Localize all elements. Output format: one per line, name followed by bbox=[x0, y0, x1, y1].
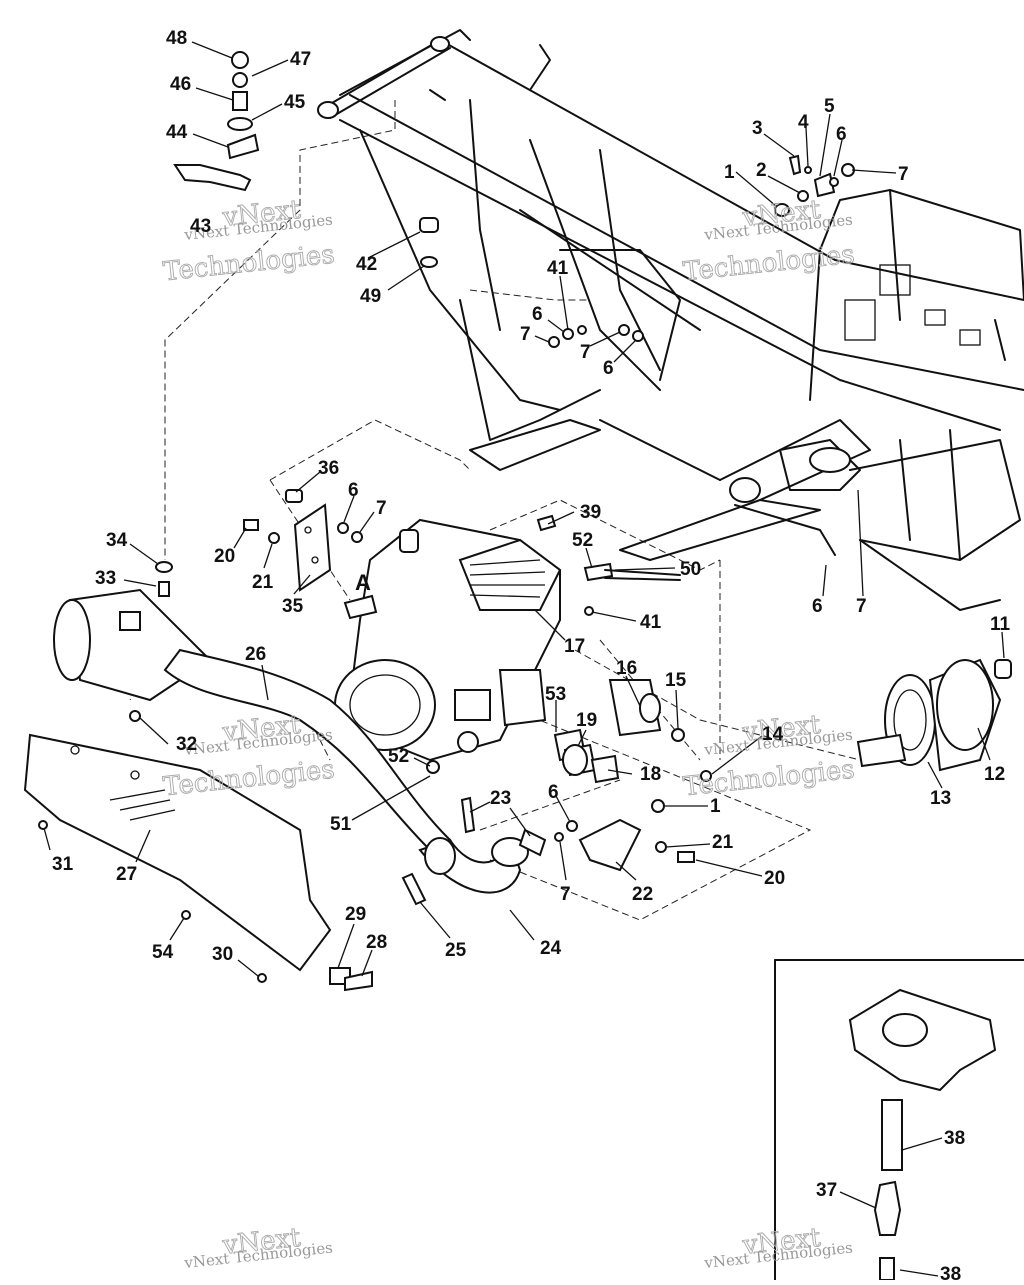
callout-7: 7 bbox=[560, 884, 571, 905]
callout-41: 41 bbox=[640, 612, 662, 633]
callout-1: 1 bbox=[724, 162, 735, 183]
callout-29: 29 bbox=[345, 904, 366, 925]
callout-20: 20 bbox=[214, 546, 235, 567]
callout-46: 46 bbox=[170, 74, 191, 95]
leader-lines bbox=[43, 41, 1005, 1277]
callout-6: 6 bbox=[836, 124, 847, 145]
callout-7: 7 bbox=[856, 596, 867, 617]
watermarks: vNext vNext Technologies Technologies vN… bbox=[161, 194, 856, 1272]
callout-6: 6 bbox=[532, 304, 543, 325]
callout-1: 1 bbox=[710, 796, 721, 817]
callout-6: 6 bbox=[548, 782, 559, 803]
callout-43: 43 bbox=[190, 216, 211, 237]
callout-7: 7 bbox=[898, 164, 909, 185]
callout-6: 6 bbox=[812, 596, 823, 617]
callout-13: 13 bbox=[930, 788, 951, 809]
callout-38: 38 bbox=[944, 1128, 965, 1149]
callout-34: 34 bbox=[106, 530, 128, 551]
frame bbox=[317, 29, 1024, 611]
svg-text:Technologies: Technologies bbox=[682, 240, 856, 288]
callout-22: 22 bbox=[632, 884, 653, 905]
callout-30: 30 bbox=[212, 944, 233, 965]
callout-45: 45 bbox=[284, 92, 306, 113]
callout-36: 36 bbox=[318, 458, 339, 479]
callout-47: 47 bbox=[290, 49, 311, 70]
callout-3: 3 bbox=[752, 118, 763, 139]
callout-21: 21 bbox=[252, 572, 274, 593]
mount-hardware-top-right bbox=[548, 154, 855, 348]
callout-7: 7 bbox=[376, 498, 387, 519]
callout-24: 24 bbox=[540, 938, 562, 959]
mount-hardware-top-left bbox=[173, 51, 439, 268]
callout-6: 6 bbox=[348, 480, 359, 501]
callout-32: 32 bbox=[176, 734, 197, 755]
bracket-22 bbox=[554, 799, 695, 872]
callout-15: 15 bbox=[665, 670, 687, 691]
callout-49: 49 bbox=[360, 286, 381, 307]
callout-19: 19 bbox=[576, 710, 597, 731]
detail-inset bbox=[774, 959, 1024, 1281]
callout-48: 48 bbox=[166, 28, 187, 49]
svg-text:Technologies: Technologies bbox=[162, 755, 336, 803]
reference-label-a: A bbox=[355, 570, 371, 595]
callout-12: 12 bbox=[984, 764, 1005, 785]
watermark: vNext vNext Technologies bbox=[183, 1222, 334, 1272]
watermark: vNext vNext Technologies Technologies bbox=[161, 194, 336, 288]
callout-27: 27 bbox=[116, 864, 137, 885]
callout-18: 18 bbox=[640, 764, 661, 785]
callout-7: 7 bbox=[580, 342, 591, 363]
callout-2: 2 bbox=[756, 160, 767, 181]
svg-text:Technologies: Technologies bbox=[682, 755, 856, 803]
callout-54: 54 bbox=[152, 942, 174, 963]
callout-21: 21 bbox=[712, 832, 734, 853]
callout-23: 23 bbox=[490, 788, 511, 809]
callout-53: 53 bbox=[545, 684, 566, 705]
callout-52: 52 bbox=[572, 530, 593, 551]
callout-42: 42 bbox=[356, 254, 377, 275]
callout-28: 28 bbox=[366, 932, 387, 953]
callout-37: 37 bbox=[816, 1180, 837, 1201]
svg-text:Technologies: Technologies bbox=[162, 240, 336, 288]
callout-17: 17 bbox=[564, 636, 585, 657]
engine-mount-plate bbox=[155, 489, 363, 597]
callout-5: 5 bbox=[824, 96, 835, 117]
callout-52: 52 bbox=[388, 746, 409, 767]
callout-33: 33 bbox=[95, 568, 116, 589]
callout-41: 41 bbox=[547, 258, 569, 279]
callout-25: 25 bbox=[445, 940, 467, 961]
callout-6: 6 bbox=[603, 358, 614, 379]
engine bbox=[334, 514, 681, 762]
drive-components bbox=[553, 658, 1012, 784]
callout-16: 16 bbox=[616, 658, 637, 679]
callout-4: 4 bbox=[798, 112, 809, 133]
watermark: vNext vNext Technologies bbox=[703, 1222, 854, 1272]
callout-44: 44 bbox=[166, 122, 188, 143]
callout-26: 26 bbox=[245, 644, 266, 665]
callout-20: 20 bbox=[764, 868, 785, 889]
callout-7: 7 bbox=[520, 324, 531, 345]
callout-38: 38 bbox=[940, 1264, 961, 1280]
callout-39: 39 bbox=[580, 502, 601, 523]
callout-14: 14 bbox=[762, 724, 784, 745]
callout-50: 50 bbox=[680, 559, 701, 580]
callout-31: 31 bbox=[52, 854, 74, 875]
watermark: vNext vNext Technologies Technologies bbox=[681, 194, 856, 288]
exhaust-system bbox=[23, 588, 547, 992]
callout-labels: 48 47 46 45 44 43 42 49 3 4 5 6 7 1 2 41… bbox=[52, 28, 1011, 1285]
callout-51: 51 bbox=[330, 814, 352, 835]
callout-11: 11 bbox=[990, 614, 1011, 635]
callout-35: 35 bbox=[282, 596, 304, 617]
